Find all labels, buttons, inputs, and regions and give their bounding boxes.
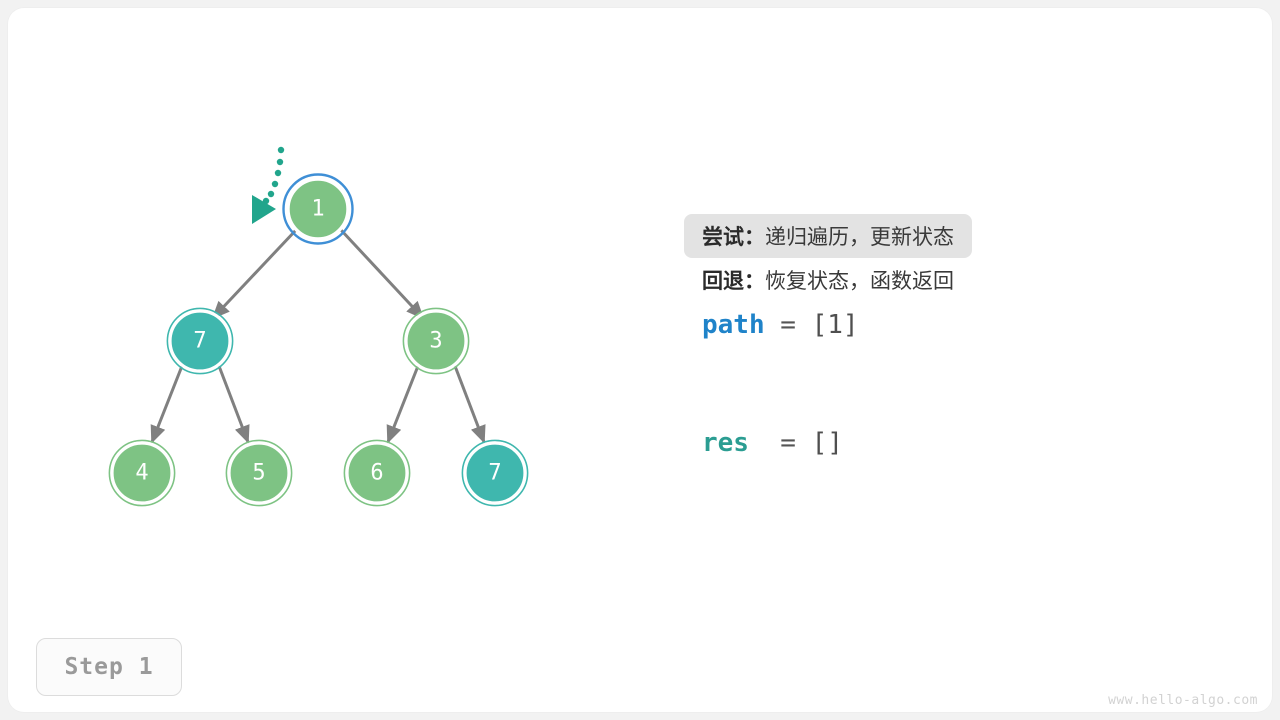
pointer-dot <box>267 190 275 198</box>
path-state-line: path = [1] <box>684 302 1204 348</box>
node-label: 6 <box>370 461 383 486</box>
tree-node-1[interactable]: 1 <box>282 173 354 245</box>
tree-edge <box>217 365 250 444</box>
tree-edge <box>339 228 425 320</box>
state-panel: 尝试： 递归遍历，更新状态 回退： 恢复状态，函数返回 path = [1] r… <box>684 214 1204 466</box>
node-body <box>227 441 291 505</box>
tree-edge <box>211 228 298 320</box>
node-body <box>404 309 468 373</box>
node-body <box>345 441 409 505</box>
node-active-outline <box>282 173 354 245</box>
node-outer-ring <box>461 439 529 507</box>
tree-node-7-right[interactable]: 7 <box>461 439 529 507</box>
node-label: 7 <box>488 461 501 486</box>
tree-node-6[interactable]: 6 <box>343 439 411 507</box>
node-label: 4 <box>135 461 148 486</box>
backtrack-line: 回退： 恢复状态，函数返回 <box>684 258 972 302</box>
pointer-dot <box>274 169 282 177</box>
tree-edge <box>453 365 486 444</box>
recursion-pointer <box>252 146 285 224</box>
node-outer-ring <box>343 439 411 507</box>
site-watermark: www.hello-algo.com <box>1108 693 1258 708</box>
node-label: 1 <box>311 197 324 222</box>
node-label: 7 <box>193 329 206 354</box>
node-outer-ring <box>166 307 234 375</box>
node-outer-ring <box>225 439 293 507</box>
pointer-dot <box>276 158 284 166</box>
tree-node-4[interactable]: 4 <box>108 439 176 507</box>
path-value: [1] <box>811 310 859 340</box>
try-line-lead: 尝试： <box>702 226 765 249</box>
pointer-dot <box>271 180 279 188</box>
pointer-arrowhead <box>252 195 276 224</box>
try-line: 尝试： 递归遍历，更新状态 <box>684 214 972 258</box>
tree-edge <box>150 365 184 444</box>
res-operator: = <box>748 428 812 458</box>
path-variable-name: path <box>702 310 765 340</box>
node-body <box>168 309 232 373</box>
node-body <box>463 441 527 505</box>
tree-node-layer: 1 7 3 4 <box>108 173 529 507</box>
node-outer-ring <box>286 177 350 241</box>
backtrack-line-body: 恢复状态，函数返回 <box>765 270 954 293</box>
panel-spacer <box>684 348 1204 420</box>
res-value: [] <box>811 428 843 458</box>
node-outer-ring <box>402 307 470 375</box>
node-label: 5 <box>252 461 265 486</box>
tree-node-7-left[interactable]: 7 <box>166 307 234 375</box>
pointer-dot <box>277 146 285 154</box>
node-outer-ring <box>108 439 176 507</box>
path-operator: = <box>764 310 812 340</box>
try-line-body: 递归遍历，更新状态 <box>765 226 954 249</box>
node-label: 3 <box>429 329 442 354</box>
backtrack-line-lead: 回退： <box>702 270 765 293</box>
tree-node-3[interactable]: 3 <box>402 307 470 375</box>
res-state-line: res = [] <box>684 420 1204 466</box>
tree-edge-layer <box>150 228 486 444</box>
tree-edge <box>386 365 420 444</box>
step-badge: Step 1 <box>36 638 182 696</box>
res-variable-name: res <box>702 428 749 458</box>
node-body <box>110 441 174 505</box>
tree-node-5[interactable]: 5 <box>225 439 293 507</box>
